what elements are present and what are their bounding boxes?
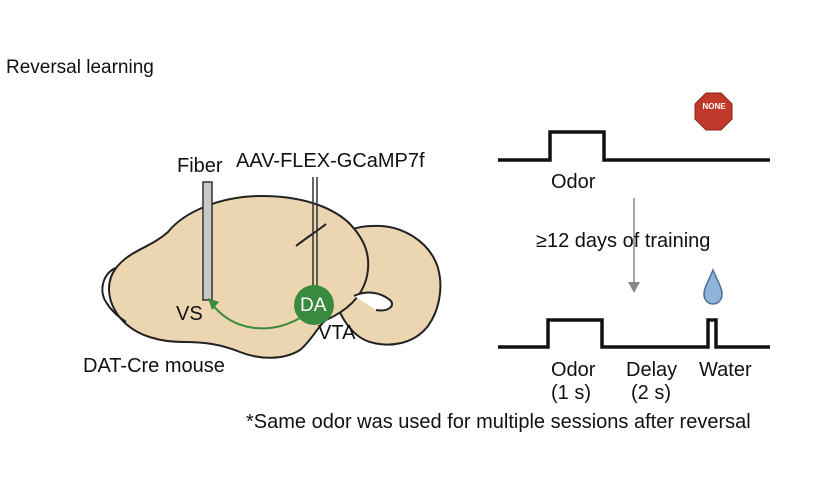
training-arrowhead bbox=[628, 282, 640, 293]
water-label: Water bbox=[699, 359, 752, 381]
water-drop-icon bbox=[703, 268, 723, 305]
optical-fiber bbox=[202, 181, 213, 301]
vta-label: VTA bbox=[318, 322, 356, 344]
virus-label: AAV-FLEX-GCaMP7f bbox=[236, 150, 425, 172]
odor-label-after: Odor bbox=[551, 359, 596, 381]
training-label: ≥12 days of training bbox=[536, 230, 711, 252]
brain-illustration bbox=[101, 194, 442, 359]
odor-label-before: Odor bbox=[551, 171, 596, 193]
brain-sulcus bbox=[295, 223, 327, 247]
olfactory-bulb bbox=[101, 267, 127, 323]
mouse-label: DAT-Cre mouse bbox=[83, 355, 225, 377]
stop-sign-icon bbox=[694, 92, 733, 131]
da-label: DA bbox=[300, 295, 327, 316]
stop-sign-text: NONE bbox=[702, 102, 726, 111]
da-neuron-circle bbox=[294, 285, 334, 325]
delay-label: Delay bbox=[626, 359, 678, 381]
projection-arrow bbox=[211, 303, 301, 330]
footnote: *Same odor was used for multiple session… bbox=[246, 411, 751, 433]
figure-title: Reversal learning bbox=[6, 57, 154, 78]
fiber-label: Fiber bbox=[177, 155, 223, 177]
brainstem-notch bbox=[353, 291, 394, 312]
odor-duration-label: (1 s) bbox=[551, 382, 591, 404]
delay-duration-label: (2 s) bbox=[631, 382, 671, 404]
projection-arrowhead bbox=[208, 298, 219, 310]
vs-label: VS bbox=[176, 303, 203, 325]
timeline-before bbox=[498, 130, 770, 162]
timeline-after bbox=[498, 318, 770, 349]
